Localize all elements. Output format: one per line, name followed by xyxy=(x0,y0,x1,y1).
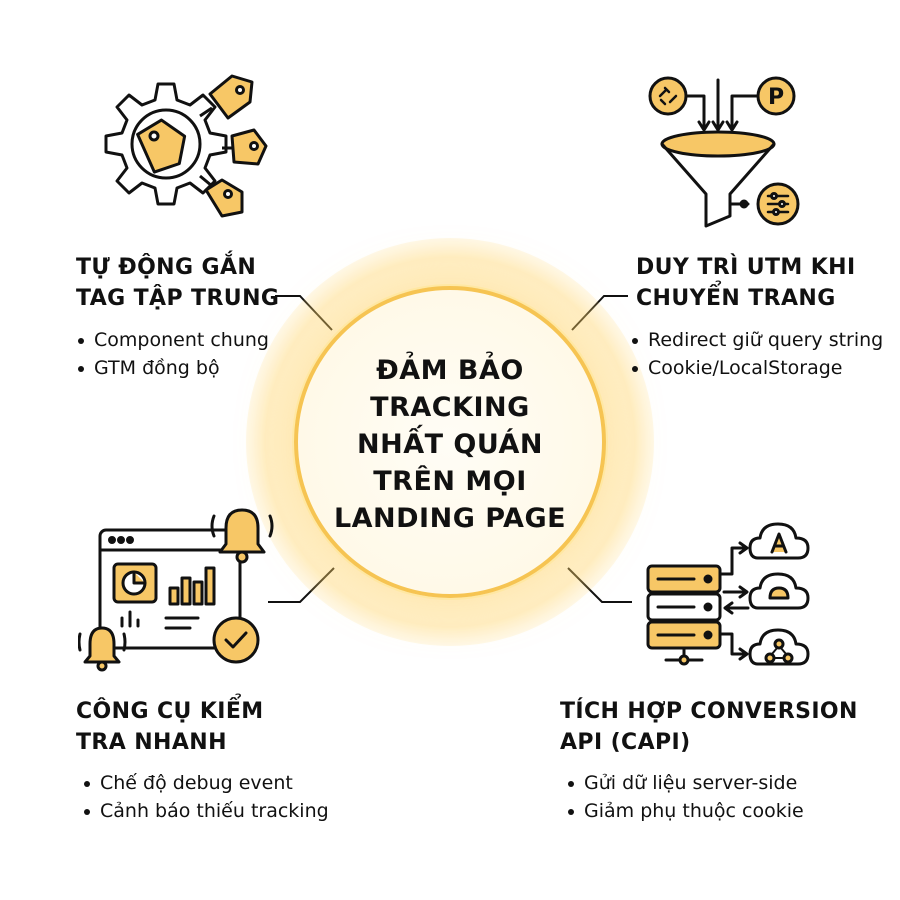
bullet-list-quick-check: Chế độ debug event Cảnh báo thiếu tracki… xyxy=(82,769,329,825)
svg-text:P: P xyxy=(768,85,784,110)
hub-title: ĐẢM BẢO TRACKING NHẤT QUÁN TRÊN MỌI LAND… xyxy=(310,352,590,537)
connector-top-left xyxy=(275,295,333,331)
list-item: Giảm phụ thuộc cookie xyxy=(566,797,804,825)
connector-bottom-left xyxy=(268,567,335,603)
list-item: Cookie/LocalStorage xyxy=(630,354,883,382)
dashboard-bell-icon xyxy=(78,508,274,672)
card-title-utm-persist: DUY TRÌ UTM KHI CHUYỂN TRANG xyxy=(636,255,856,311)
hub-title-line: LANDING PAGE xyxy=(333,503,567,534)
card-title-capi: TÍCH HỢP CONVERSION API (CAPI) xyxy=(560,699,858,755)
bullet-list-auto-tagging: Component chung GTM đồng bộ xyxy=(76,326,269,382)
hub-title-line: ĐẢM BẢO xyxy=(376,355,524,386)
bullet-list-utm-persist: Redirect giữ query string Cookie/LocalSt… xyxy=(630,326,883,382)
list-item: Chế độ debug event xyxy=(82,769,329,797)
gear-tags-icon xyxy=(104,74,268,218)
list-item: Component chung xyxy=(76,326,269,354)
list-item: Cảnh báo thiếu tracking xyxy=(82,797,329,825)
central-hub-circle xyxy=(294,286,606,598)
card-title-auto-tagging: TỰ ĐỘNG GẮN TAG TẬP TRUNG xyxy=(76,255,280,311)
connector-bottom-right xyxy=(567,567,632,603)
card-title-quick-check: CÔNG CỤ KIỂM TRA NHANH xyxy=(76,699,264,755)
server-cloud-icon xyxy=(646,522,810,666)
hub-title-line: NHẤT QUÁN xyxy=(357,429,543,460)
hub-title-line: TRACKING xyxy=(370,392,530,423)
list-item: Redirect giữ query string xyxy=(630,326,883,354)
list-item: GTM đồng bộ xyxy=(76,354,269,382)
bullet-list-capi: Gửi dữ liệu server-side Giảm phụ thuộc c… xyxy=(566,769,804,825)
hub-title-line: TRÊN MỌI xyxy=(373,466,527,497)
funnel-link-icon: P xyxy=(648,76,800,228)
list-item: Gửi dữ liệu server-side xyxy=(566,769,804,797)
connector-top-right xyxy=(571,295,628,331)
